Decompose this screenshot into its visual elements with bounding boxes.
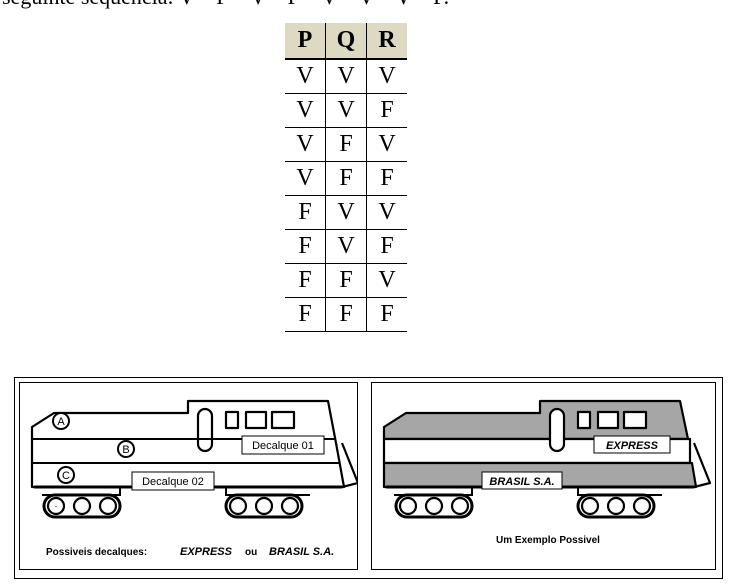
section-label-b: B [122,444,129,456]
cab-window [622,410,648,430]
wheel [280,496,300,516]
table-cell: F [285,229,326,264]
rear-plow [340,442,360,489]
cab-door [548,407,566,453]
cab-door [196,407,214,453]
table-cell: V [366,59,407,94]
wheel [98,496,118,516]
decal-top: EXPRESS [606,440,659,452]
table-cell: F [325,263,367,298]
cab-window [596,410,620,430]
cab-window [270,410,296,430]
section-label-a: A [57,416,65,428]
table-cell: F [366,229,407,264]
wheel [606,496,626,516]
table-cell: V [325,229,367,264]
section-marker [117,440,135,458]
table-cell: F [325,127,367,162]
caption-prefix: Possiveis decalques: [46,547,147,558]
table-row: V V F [285,93,407,128]
wheel [228,496,248,516]
locomotive-diagram-right: EXPRESS BRASIL S.A. Um Exemplo Possivel [382,399,712,546]
wheel [398,496,418,516]
decal-bottom: BRASIL S.A. [489,476,554,488]
decal-1-label: Decalque 01 [252,440,314,452]
wheel [72,496,92,516]
rear-plow [692,442,712,489]
section-marker [57,466,75,484]
decal-option-2: BRASIL S.A. [269,546,334,558]
table-cell: V [366,263,407,298]
table-row: V F V [285,127,407,162]
table-cell: F [285,263,326,298]
table-cell: F [366,297,407,332]
table-cell: V [325,195,367,230]
table-cell: F [366,161,407,196]
truth-table: P Q R V V V V V F V F V V F F F V V [285,23,407,332]
table-cell: F [285,195,326,230]
cab-window [244,410,268,430]
section-label-c: C [62,470,70,482]
wheel [254,496,274,516]
table-row: V V V [285,59,407,94]
table-cell: V [366,195,407,230]
table-cell: F [325,161,367,196]
caption-joiner: ou [245,547,257,558]
table-cell: V [285,127,326,162]
column-header-p: P [285,23,326,60]
cab-window [576,410,592,430]
table-cell: V [285,59,326,94]
column-header-r: R [366,23,407,60]
cab-window [224,410,240,430]
intro-text: seguinte sequência: V – F – V – F – V – … [2,0,733,10]
wheel [450,496,470,516]
wheel [424,496,444,516]
table-row: F F V [285,263,407,298]
table-cell: F [325,297,367,332]
table-cell: F [366,93,407,128]
table-cell: V [366,127,407,162]
table-row: F V F [285,229,407,264]
table-header-row: P Q R [285,23,407,60]
table-row: F V V [285,195,407,230]
wheel [632,496,652,516]
table-row: V F F [285,161,407,196]
right-panel: EXPRESS BRASIL S.A. Um Exemplo Possivel [371,382,716,570]
example-caption: Um Exemplo Possivel [496,535,600,546]
table-cell: V [325,59,367,94]
table-cell: V [285,161,326,196]
locomotive-diagram-left: A B C Decalque 01 Decalque 02 [30,399,360,558]
left-panel: A B C Decalque 01 Decalque 02 [19,382,360,570]
locomotive-figure: A B C Decalque 01 Decalque 02 [14,377,723,579]
table-cell: V [325,93,367,128]
table-cell: V [285,93,326,128]
column-header-q: Q [325,23,367,60]
decal-2-label: Decalque 02 [142,476,204,488]
table-row: F F F [285,297,407,332]
section-marker [52,412,70,430]
wheel [580,496,600,516]
decal-option-1: EXPRESS [180,546,233,558]
table-cell: F [285,297,326,332]
